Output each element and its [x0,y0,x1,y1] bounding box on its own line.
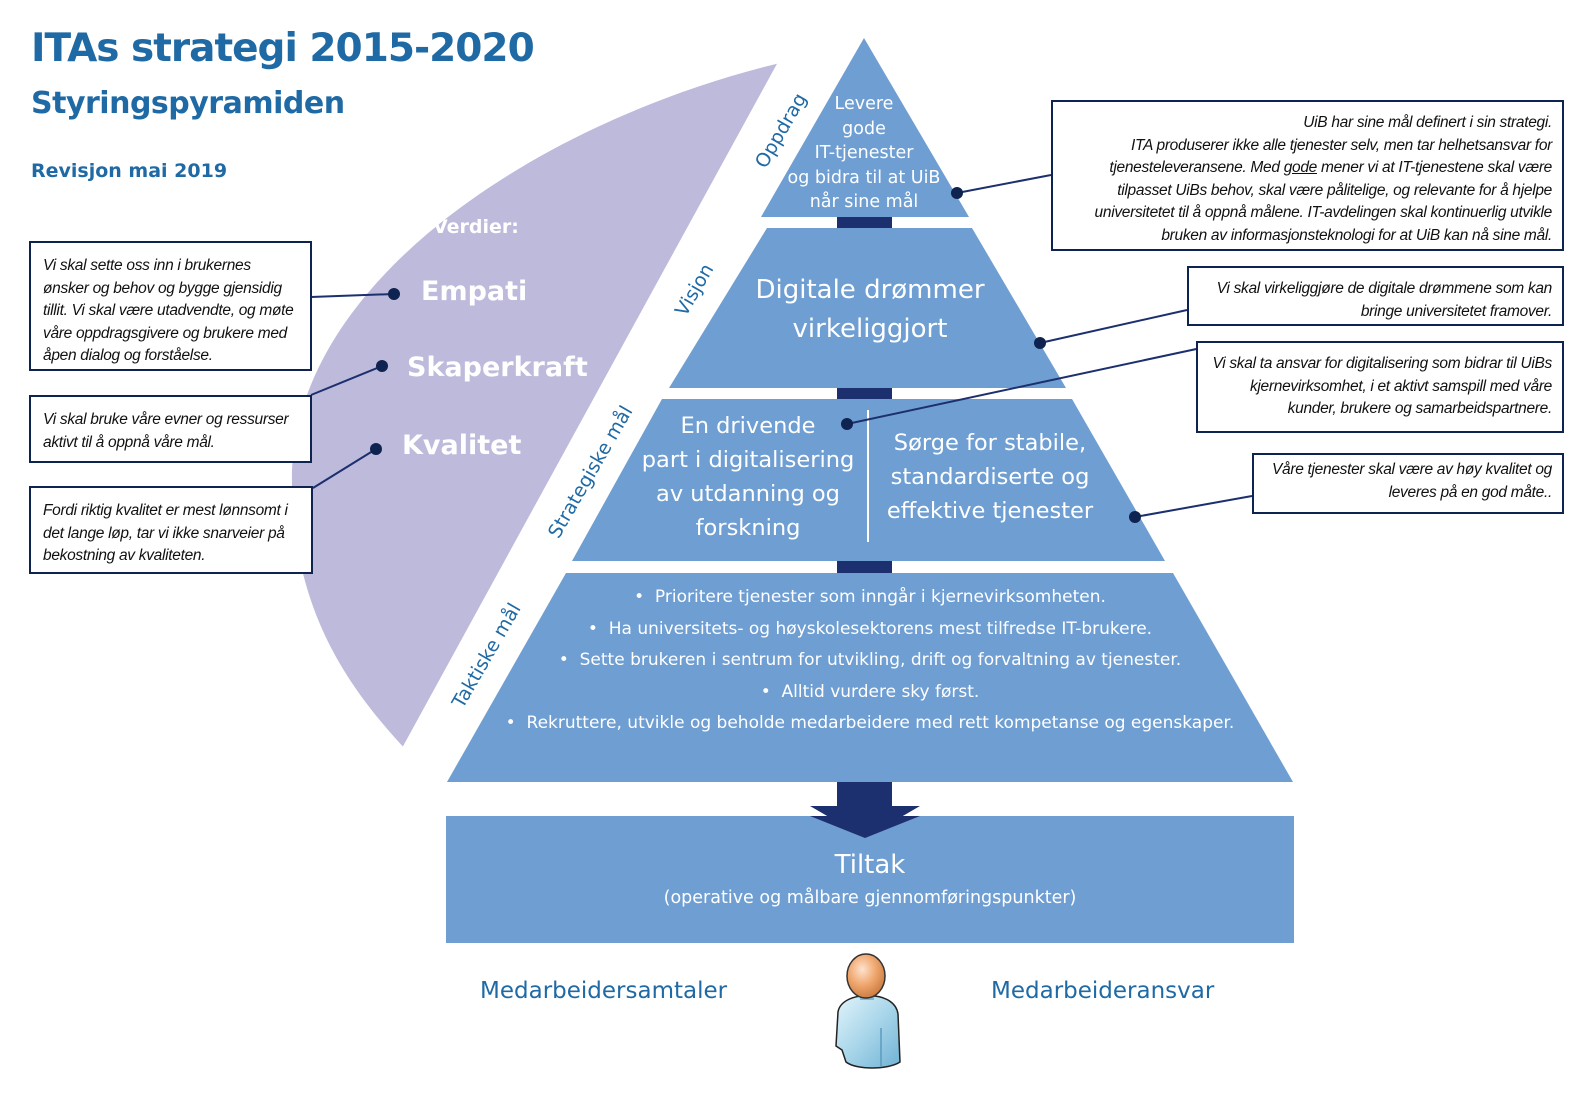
connector-dot-empati [388,288,400,300]
bullet-text: Alltid vurdere sky først. [781,681,980,702]
arrow-head-overlay [810,816,920,838]
connector-bar-1 [837,215,892,229]
level-visjon-text: Digitale drømmer virkeliggjort [720,271,1020,349]
connector-dot-visjon [1034,337,1046,349]
bullet-item: • Prioritere tjenester som inngår i kjer… [634,587,1106,607]
bullet-text: Sette brukeren i sentrum for utvikling, … [579,650,1182,670]
level-strategiske-right-text: Sørge for stabile, standardiserte og eff… [872,426,1108,528]
text-line: av utdanning og [656,481,840,507]
connector-dot-oppdrag [951,187,963,199]
bullet-text: Ha universitets- og høyskolesektorens me… [608,618,1153,639]
connector-dot-strategisk-left [841,418,853,430]
callout-oppdrag-line: ITA produserer ikke alle tjenester selv,… [1131,136,1552,154]
page-subtitle: Styringspyramiden [31,86,345,121]
text-line: forskning [695,515,801,541]
text-line: Levere [834,94,894,114]
text-line: når sine mål [809,192,919,212]
text-line: part i digitalisering [641,447,855,473]
callout-visjon: Vi skal virkeliggjøre de digitale drømme… [1187,266,1564,326]
callout-oppdrag-line: tilpasset UiBs behov, skal være påliteli… [1117,181,1552,199]
bullet-item: • Sette brukeren i sentrum for utvikling… [558,650,1182,670]
bullet-item: • Alltid vurdere sky først. [760,681,980,702]
callout-oppdrag-line: universitetet til å oppnå målene. IT-avd… [1094,204,1553,221]
bullet-item: • Ha universitets- og høyskolesektorens … [587,618,1153,639]
callout-empati: Vi skal sette oss inn i brukernes ønsker… [29,241,312,371]
level-taktiske-shape [447,573,1293,782]
values-heading: Verdier: [433,216,519,238]
person-icon [835,953,901,1069]
text-line: standardiserte og [890,464,1090,490]
text-span: tjenesteleveransene. Med [1109,159,1284,176]
values-arc [291,58,804,752]
callout-oppdrag-line: tjenesteleveransene. Med gode mener vi a… [1063,157,1552,180]
underlined-word: gode [1283,159,1318,176]
connector-bar-2 [837,386,892,400]
callout-oppdrag-line: UiB har sine mål definert i sin strategi… [1303,114,1552,131]
label-medarbeideransvar: Medarbeideransvar [991,978,1215,1004]
text-line: effektive tjenester [886,498,1094,524]
callout-kvalitet: Fordi riktig kvalitet er mest lønnsomt i… [29,486,313,574]
callout-oppdrag-line: bruken av informasjonsteknologi for at U… [1161,226,1552,244]
connector-dot-kvalitet [370,443,382,455]
text-line: Digitale drømmer [755,275,985,305]
arrow-shaft [837,782,892,806]
tiltak-shape [446,816,1294,943]
text-line: IT-tjenester [814,143,914,163]
text-line: gode [842,118,886,139]
revision-label: Revisjon mai 2019 [31,160,228,182]
callout-oppdrag: UiB har sine mål definert i sin strategi… [1051,100,1564,251]
value-empati: Empati [421,276,528,307]
text-span: mener vi at IT-tjenestene skal være [1316,159,1552,176]
level-strategiske-left-text: En drivende part i digitalisering av utd… [630,409,866,545]
callout-strategisk-right: Våre tjenester skal være av høy kvalitet… [1252,453,1564,514]
value-skaperkraft: Skaperkraft [407,352,588,383]
callout-strategisk-left: Vi skal ta ansvar for digitalisering som… [1196,341,1564,433]
callout-skaperkraft: Vi skal bruke våre evner og ressurser ak… [29,395,312,463]
tiltak-title: Tiltak [834,850,906,880]
level-oppdrag-text: Levere gode IT-tjenester og bidra til at… [784,92,944,215]
bullet-item: • Rekruttere, utvikle og beholde medarbe… [505,713,1235,733]
connector-dot-strategisk-right [1129,511,1141,523]
page-title: ITAs strategi 2015-2020 [31,26,535,71]
text-line: Sørge for stabile, [893,430,1087,456]
connector-bar-3 [837,561,892,575]
bullet-text: Rekruttere, utvikle og beholde medarbeid… [526,713,1235,733]
bullet-text: Prioritere tjenester som inngår i kjerne… [654,587,1106,607]
text-line: En drivende [680,413,816,439]
tiltak-subtitle: (operative og målbare gjennomføringspunk… [663,888,1077,908]
diagonal-band [390,40,830,770]
level-visjon-shape [669,228,1066,388]
text-line: virkeliggjort [792,314,948,344]
connector-dot-skaperkraft [376,360,388,372]
level-oppdrag-shape [761,38,969,217]
level-taktiske-bullets: • Prioritere tjenester som inngår i kjer… [450,582,1290,740]
label-medarbeidersamtaler: Medarbeidersamtaler [480,978,728,1004]
text-line: og bidra til at UiB [787,167,941,188]
value-kvalitet: Kvalitet [402,430,522,461]
